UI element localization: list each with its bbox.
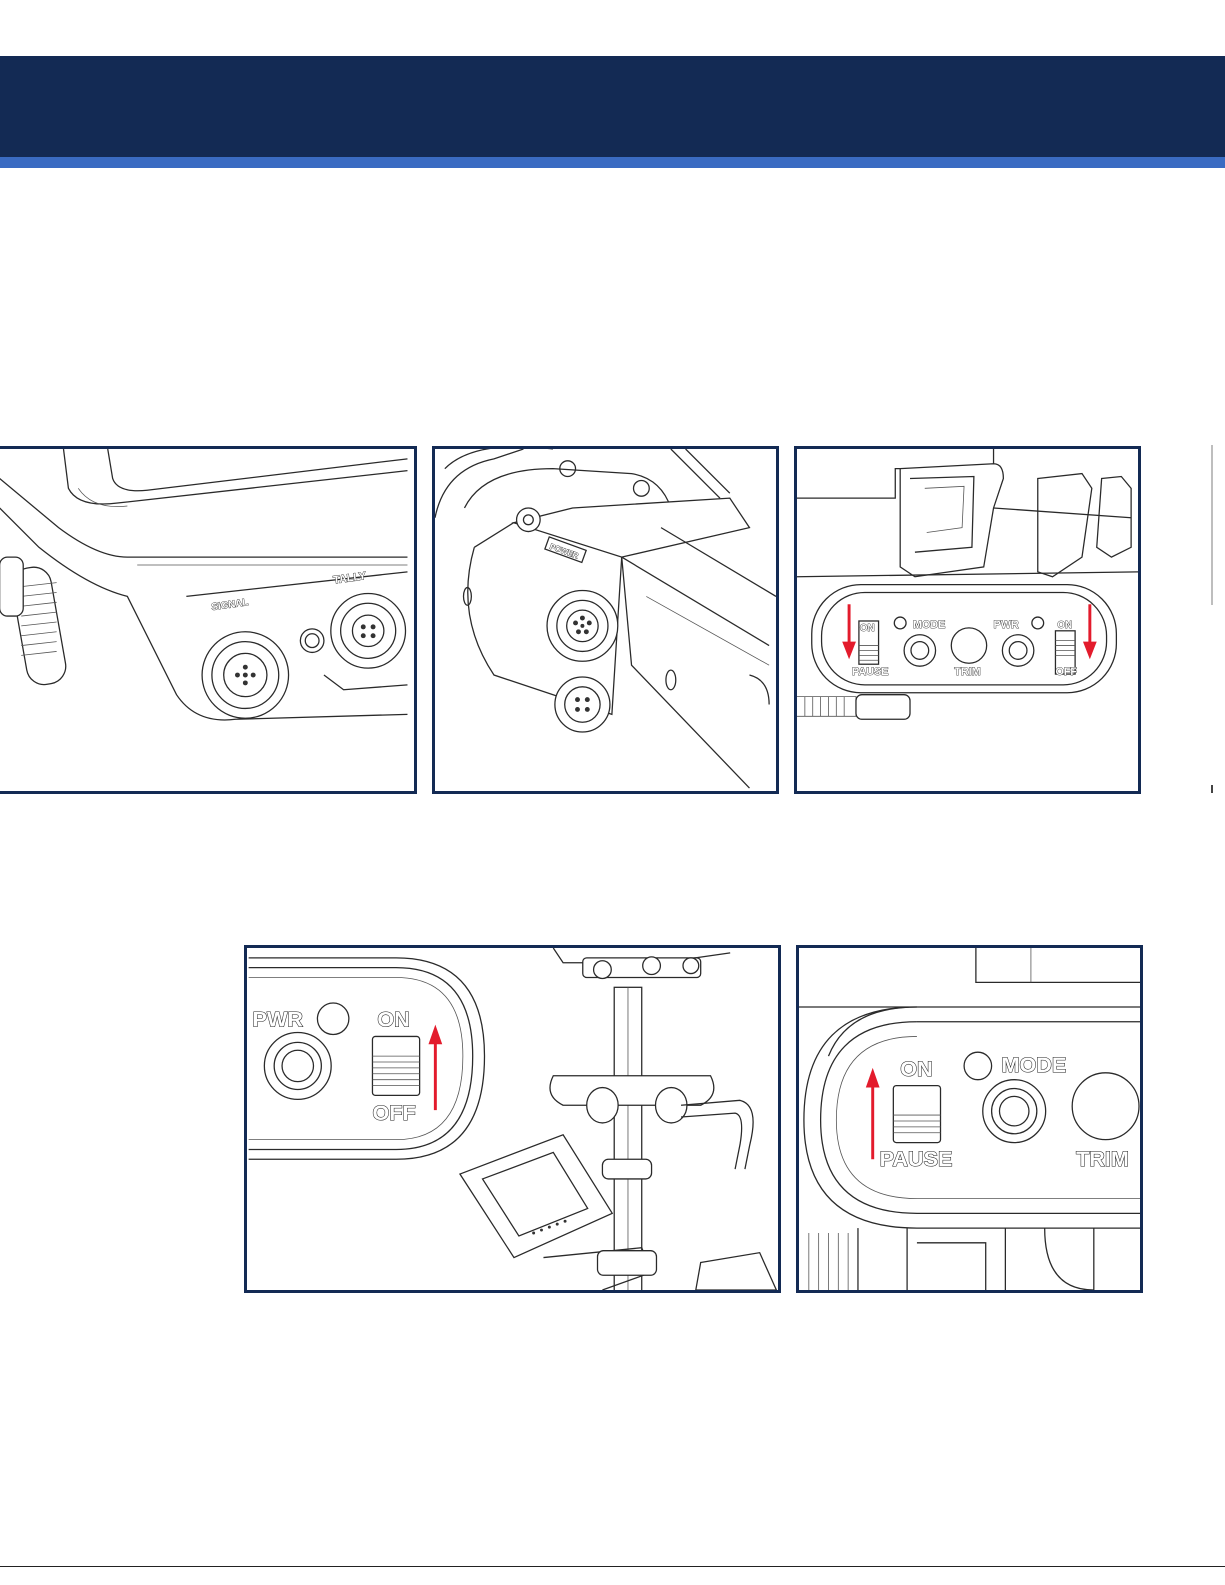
pwr-switch-illustration: PWR ON OFF <box>247 948 778 1290</box>
pause-toggle-switch[interactable] <box>893 1086 940 1143</box>
off-label: OFF <box>1055 666 1077 678</box>
figure-panel-control-overview: ON PAUSE MODE TRIM PWR ON OFF <box>794 446 1141 794</box>
pause-label: PAUSE <box>852 666 888 678</box>
on-label-closeup: ON <box>900 1056 932 1081</box>
footer-rule <box>0 1566 1225 1567</box>
mode-indicator <box>964 1052 992 1080</box>
page-edge-mark <box>1211 445 1213 605</box>
control-overview-illustration: ON PAUSE MODE TRIM PWR ON OFF <box>797 449 1138 791</box>
on-label-right: ON <box>1057 620 1072 631</box>
figure-panel-pause-switch: ON PAUSE MODE TRIM <box>796 945 1143 1293</box>
trim-button[interactable] <box>951 628 986 663</box>
page-edge-mark-2 <box>1211 785 1213 793</box>
pause-switch-illustration: ON PAUSE MODE TRIM <box>799 948 1140 1290</box>
connectors-illustration: SIGNAL TALLY <box>0 449 414 791</box>
pwr-button[interactable] <box>1002 635 1033 666</box>
header-accent-stripe <box>0 157 1225 168</box>
signal-port-label: SIGNAL <box>211 597 249 613</box>
power-toggle-switch[interactable] <box>372 1036 419 1095</box>
figure-panel-pwr-switch: PWR ON OFF <box>244 945 781 1293</box>
tally-port-label: TALLY <box>333 570 368 587</box>
trim-button-closeup[interactable] <box>1072 1073 1139 1140</box>
figure-panel-power-connectors: POWER <box>432 446 779 794</box>
off-label-large: OFF <box>372 1100 415 1125</box>
pwr-label: PWR <box>994 619 1019 631</box>
power-connectors-illustration: POWER <box>435 449 776 791</box>
on-label-large: ON <box>377 1007 409 1032</box>
figure-panel-connectors: SIGNAL TALLY <box>0 446 417 794</box>
mode-label: MODE <box>913 619 945 631</box>
mode-button[interactable] <box>904 635 935 666</box>
trim-label-closeup: TRIM <box>1076 1146 1129 1171</box>
mode-label-closeup: MODE <box>1001 1052 1066 1077</box>
pwr-indicator <box>317 1003 348 1034</box>
up-arrow-pwr <box>428 1025 442 1045</box>
up-arrow-pause <box>866 1068 880 1088</box>
pause-label-closeup: PAUSE <box>880 1146 953 1171</box>
monitor-device <box>460 1135 612 1258</box>
page-header-bar <box>0 56 1225 157</box>
trim-label: TRIM <box>954 666 980 678</box>
pwr-label-large: PWR <box>253 1007 304 1032</box>
on-label-left: ON <box>860 623 875 634</box>
